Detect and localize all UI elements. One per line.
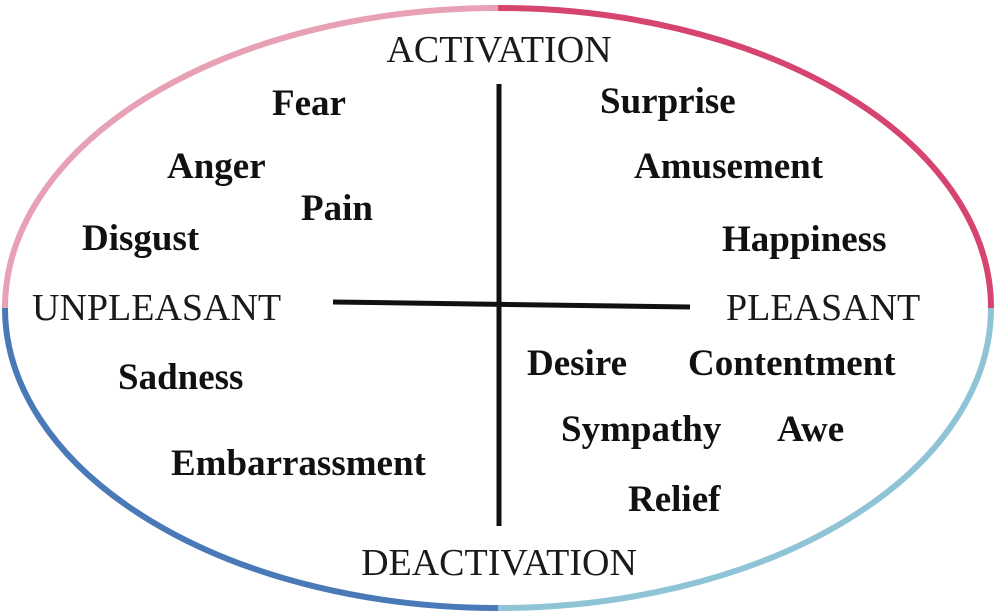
ellipse-arc-bottom-right (497, 307, 994, 611)
axis-label-pleasant: PLEASANT (726, 287, 920, 329)
ellipse-arc-top-right (497, 5, 994, 309)
emotion-anger: Anger (167, 146, 266, 187)
emotion-awe: Awe (777, 409, 844, 450)
emotion-embarrassment: Embarrassment (171, 443, 427, 484)
emotion-relief: Relief (628, 479, 721, 520)
emotion-pain: Pain (301, 188, 373, 229)
ellipse-arc-bottom-left (2, 307, 499, 611)
emotion-sadness: Sadness (118, 357, 243, 398)
emotion-contentment: Contentment (688, 343, 896, 384)
emotion-disgust: Disgust (82, 218, 200, 259)
emotion-desire: Desire (527, 343, 627, 384)
emotion-sympathy: Sympathy (561, 409, 722, 450)
ellipse-arc-top-left (2, 5, 499, 309)
emotion-surprise: Surprise (600, 81, 736, 122)
emotion-fear: Fear (272, 83, 346, 124)
emotion-happiness: Happiness (722, 219, 887, 260)
axis-label-unpleasant: UNPLEASANT (32, 287, 281, 329)
axis-label-activation: ACTIVATION (386, 29, 611, 71)
horizontal-axis (332, 299, 691, 310)
emotion-amusement: Amusement (634, 146, 824, 187)
axis-label-deactivation: DEACTIVATION (361, 542, 637, 584)
